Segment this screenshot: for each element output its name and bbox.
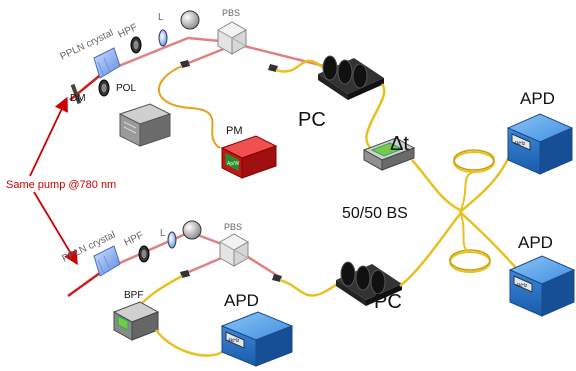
pump-note: Same pump @780 nm — [6, 179, 116, 191]
apd-bottom-left-label: APD — [224, 291, 259, 310]
bs-label: 50/50 BS — [342, 205, 408, 222]
top-l-label: L — [158, 12, 164, 23]
apd-right-bottom-label: APD — [518, 233, 553, 252]
top-ppln-crystal — [93, 47, 121, 79]
bottom-lens — [167, 231, 177, 249]
top-coupler-right — [268, 64, 278, 72]
apd-bottom-left: 4kHz — [220, 311, 294, 367]
apd-right-top: 4kHz — [506, 113, 574, 175]
fiber-to-pm — [157, 65, 221, 149]
apd-bottom-left-freq: 4kHz — [228, 338, 240, 344]
bottom-coupler-right — [272, 274, 282, 282]
top-grey-instrument — [118, 103, 172, 147]
top-pc-label: PC — [298, 109, 326, 131]
apd-right-top-freq: 4kHz — [514, 141, 526, 147]
fiber-delay-to-bs — [411, 159, 461, 212]
fiber-pc-to-delay — [365, 83, 386, 151]
apd-right-bottom: 4kHz — [508, 255, 576, 317]
top-lens — [158, 29, 168, 47]
apd-right-top-label: APD — [520, 89, 555, 108]
apd-right-bottom-freq: 4kHz — [516, 283, 528, 289]
top-polarization-controller — [318, 55, 384, 100]
top-pbs-cube — [216, 21, 248, 55]
bottom-ppln-crystal — [93, 245, 121, 277]
power-meter: Ap/W — [220, 135, 278, 179]
top-mirror — [180, 10, 200, 30]
pump-arrows — [29, 96, 78, 266]
bottom-mirror — [182, 220, 202, 240]
fiber-to-bottom-pc — [279, 278, 345, 297]
bottom-pbs-label: PBS — [224, 222, 242, 232]
fiber-pc-to-bs — [399, 213, 461, 287]
bottom-polarization-controller — [336, 261, 402, 306]
pm-label: PM — [226, 125, 243, 137]
pol-label: POL — [116, 83, 136, 94]
fiber-to-bpf — [139, 274, 183, 306]
bs-output-fibers — [449, 149, 517, 273]
bpf-label: BPF — [124, 290, 143, 301]
bpf-box — [112, 301, 160, 341]
delay-line — [362, 137, 416, 171]
bottom-pc-label: PC — [374, 291, 402, 313]
delta-t-label: Δt — [390, 133, 409, 155]
bottom-source: PPLN crystal HPF L PBS — [60, 220, 345, 306]
bottom-hpf-label: HPF — [122, 230, 145, 249]
top-coupler-left — [180, 60, 190, 68]
bottom-coupler-left — [180, 270, 190, 278]
bottom-pbs-cube — [218, 233, 250, 267]
dm-label: DM — [70, 93, 86, 104]
bottom-pump-beam — [67, 268, 105, 298]
top-pbs-label: PBS — [222, 8, 240, 18]
dichroic-mirror — [70, 83, 82, 105]
fiber-bpf-to-apd — [155, 329, 230, 357]
bottom-l-label: L — [160, 228, 166, 239]
top-pbs-out-left — [185, 46, 227, 66]
bottom-pbs-out-left — [183, 254, 227, 276]
pm-display: Ap/W — [227, 161, 240, 167]
